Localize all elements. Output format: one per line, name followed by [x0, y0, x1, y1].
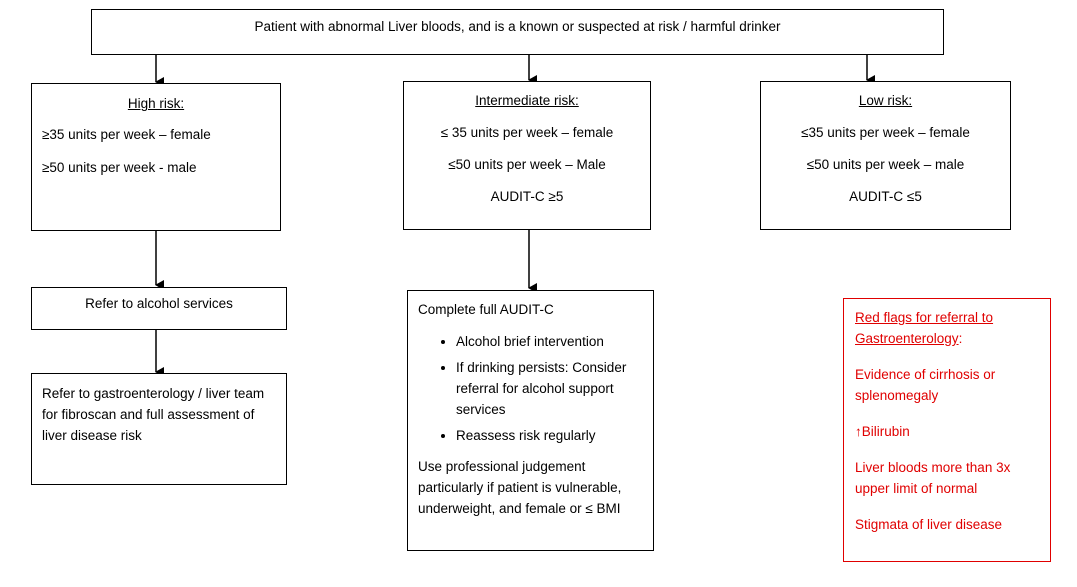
red-flag-item: Liver bloods more than 3x upper limit of…: [855, 460, 1011, 496]
audit-box: Complete full AUDIT-C Alcohol brief inte…: [407, 290, 654, 551]
low-risk-female: ≤35 units per week – female: [801, 125, 970, 140]
low-risk-audit: AUDIT-C ≤5: [849, 189, 922, 204]
high-risk-female: ≥35 units per week – female: [42, 127, 211, 142]
intermediate-risk-box: Intermediate risk: ≤ 35 units per week –…: [403, 81, 651, 230]
refer-alcohol-box: Refer to alcohol services: [31, 287, 287, 330]
audit-bullet: If drinking persists: Consider referral …: [456, 357, 643, 420]
audit-bullet-list: Alcohol brief intervention If drinking p…: [418, 331, 643, 446]
refer-alcohol-text: Refer to alcohol services: [85, 296, 233, 311]
red-flag-item: Evidence of cirrhosis or splenomegaly: [855, 367, 996, 403]
high-risk-box: High risk: ≥35 units per week – female ≥…: [31, 83, 281, 231]
high-risk-male: ≥50 units per week - male: [42, 160, 197, 175]
red-flag-item: ↑Bilirubin: [855, 424, 910, 439]
refer-gastro-text: Refer to gastroenterology / liver team f…: [42, 386, 265, 443]
intermediate-risk-female: ≤ 35 units per week – female: [440, 125, 614, 140]
intermediate-risk-audit: AUDIT-C ≥5: [490, 189, 564, 204]
refer-gastro-box: Refer to gastroenterology / liver team f…: [31, 373, 287, 485]
low-risk-box: Low risk: ≤35 units per week – female ≤5…: [760, 81, 1011, 230]
intermediate-risk-male: ≤50 units per week – Male: [448, 157, 606, 172]
low-risk-male: ≤50 units per week – male: [806, 157, 965, 172]
low-risk-title: Low risk:: [858, 93, 913, 108]
intermediate-risk-title: Intermediate risk:: [475, 93, 579, 108]
audit-heading: Complete full AUDIT-C: [418, 302, 554, 317]
high-risk-title: High risk:: [127, 96, 185, 111]
red-flags-title: Red flags for referral to Gastroenterolo…: [855, 310, 994, 346]
top-text: Patient with abnormal Liver bloods, and …: [254, 19, 781, 34]
audit-bullet: Alcohol brief intervention: [456, 331, 643, 352]
audit-note: Use professional judgement particularly …: [418, 459, 622, 516]
red-flag-item: Stigmata of liver disease: [855, 517, 1003, 532]
red-flags-box: Red flags for referral to Gastroenterolo…: [843, 298, 1051, 562]
audit-bullet: Reassess risk regularly: [456, 425, 643, 446]
top-box: Patient with abnormal Liver bloods, and …: [91, 9, 944, 55]
